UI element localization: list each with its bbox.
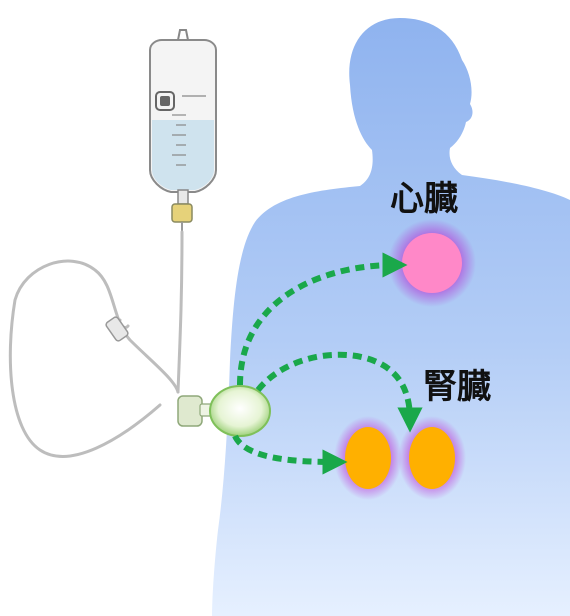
heart-organ (388, 219, 476, 307)
implanted-port-icon (210, 386, 270, 436)
iv-tubing (10, 232, 182, 456)
tubing-clamp (105, 316, 129, 342)
kidney-left-organ (334, 416, 402, 500)
human-body-silhouette (212, 18, 570, 616)
kidney-label: 腎臓 (423, 367, 491, 407)
heart-label: 心臓 (390, 179, 458, 219)
iv-bag-icon (150, 30, 216, 232)
port-connector-icon (178, 396, 214, 426)
kidney-right-organ (398, 416, 466, 500)
